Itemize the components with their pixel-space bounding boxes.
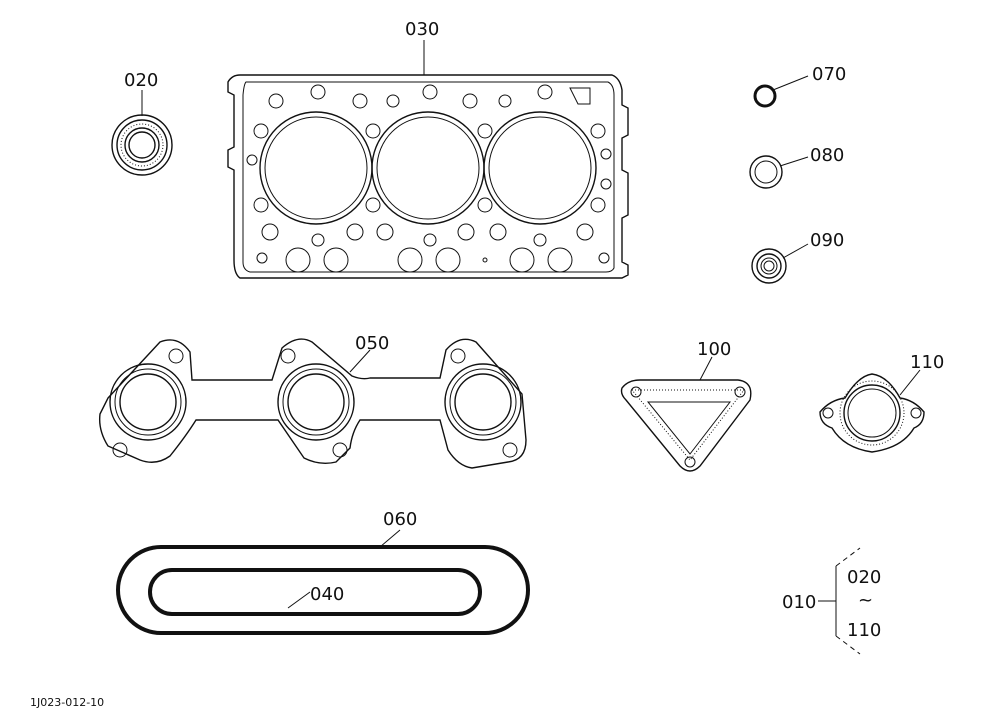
label-020: 020 bbox=[124, 70, 158, 91]
label-010: 010 bbox=[782, 592, 816, 613]
kit-range-to: 110 bbox=[847, 620, 881, 641]
part-070-o-ring[interactable] bbox=[753, 75, 809, 108]
drawing-code: 1J023-012-10 bbox=[30, 696, 104, 709]
part-050-exhaust-manifold-gasket[interactable] bbox=[98, 338, 527, 469]
part-020-oil-seal[interactable] bbox=[111, 90, 173, 176]
part-090-valve-stem-seal[interactable] bbox=[751, 243, 809, 284]
label-060: 060 bbox=[383, 509, 417, 530]
part-030-cylinder-head-gasket[interactable] bbox=[227, 40, 629, 279]
kit-range-from: 020 bbox=[847, 567, 881, 588]
label-110: 110 bbox=[910, 352, 944, 373]
part-060-large-oval-gasket[interactable] bbox=[116, 529, 530, 635]
label-040: 040 bbox=[310, 584, 344, 605]
part-110-flange-gasket[interactable] bbox=[819, 369, 925, 453]
part-080-washer[interactable] bbox=[749, 155, 809, 189]
part-040-inner-oval-gasket[interactable] bbox=[148, 568, 482, 616]
part-100-triangular-gasket[interactable] bbox=[620, 356, 752, 472]
kit-range-tilde: ~ bbox=[858, 590, 873, 611]
label-080: 080 bbox=[810, 145, 844, 166]
kit-010-callout bbox=[818, 547, 861, 655]
label-090: 090 bbox=[810, 230, 844, 251]
label-100: 100 bbox=[697, 339, 731, 360]
label-030: 030 bbox=[405, 19, 439, 40]
label-070: 070 bbox=[812, 64, 846, 85]
label-050: 050 bbox=[355, 333, 389, 354]
